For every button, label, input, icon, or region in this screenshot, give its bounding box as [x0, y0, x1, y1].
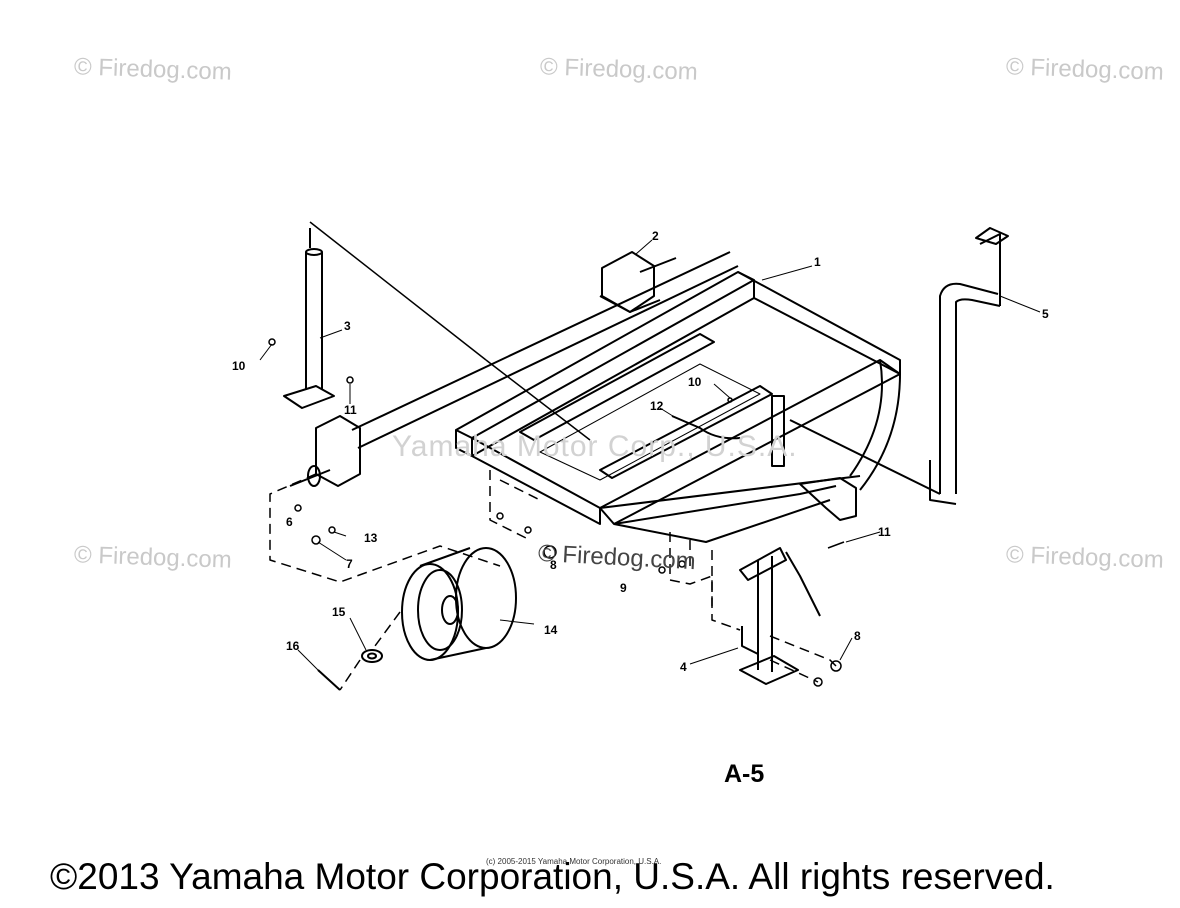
leader-lines: [259, 239, 1041, 673]
part-15-washer: [361, 649, 383, 663]
label-part-13: 13: [364, 531, 378, 545]
label-part-10a: 10: [232, 359, 246, 373]
label-part-14: 14: [544, 623, 558, 637]
label-part-4: 4: [680, 660, 687, 674]
label-part-15: 15: [332, 605, 346, 619]
label-part-2: 2: [652, 229, 659, 243]
label-part-1: 1: [814, 255, 821, 269]
label-part-8b: 8: [854, 629, 861, 643]
hardware-bolts: [268, 338, 845, 687]
label-part-8a: 8: [550, 558, 557, 572]
small-copyright: (c) 2005-2015 Yamaha Motor Corporation, …: [486, 857, 662, 866]
diagram-lines: [259, 221, 1041, 691]
copyright-notice: ©2013 Yamaha Motor Corporation, U.S.A. A…: [50, 856, 1055, 897]
label-part-3: 3: [344, 319, 351, 333]
label-part-5: 5: [1042, 307, 1049, 321]
left-spindle-bracket: [289, 415, 361, 487]
part-4-jack: [739, 547, 821, 685]
part-number-labels: 1 2 3 4 5 6 7 8 8 9 10 10 11 11 12 13 14…: [232, 229, 1049, 674]
watermark-overlay: Yamaha Motor Corp., U.S.A.: [392, 430, 798, 463]
part-16-pin: [317, 669, 341, 691]
part-3-post: [283, 228, 335, 409]
part-1-frame: [455, 271, 901, 543]
label-part-10b: 10: [688, 375, 702, 389]
guide-dashed-lines: [269, 470, 837, 691]
label-part-6: 6: [286, 515, 293, 529]
part-14-wheel: [401, 547, 517, 661]
label-part-9: 9: [620, 581, 627, 595]
part-2-bracket: [599, 251, 661, 313]
part-5-stand: [789, 227, 1009, 505]
axle-tube: [351, 251, 739, 449]
label-part-11b: 11: [878, 525, 891, 539]
label-part-11a: 11: [344, 403, 357, 417]
diagram-code: A-5: [724, 760, 765, 788]
label-part-16: 16: [286, 639, 300, 653]
label-part-12: 12: [650, 399, 664, 413]
part-12-clip: [671, 415, 741, 440]
label-part-7: 7: [346, 557, 353, 571]
